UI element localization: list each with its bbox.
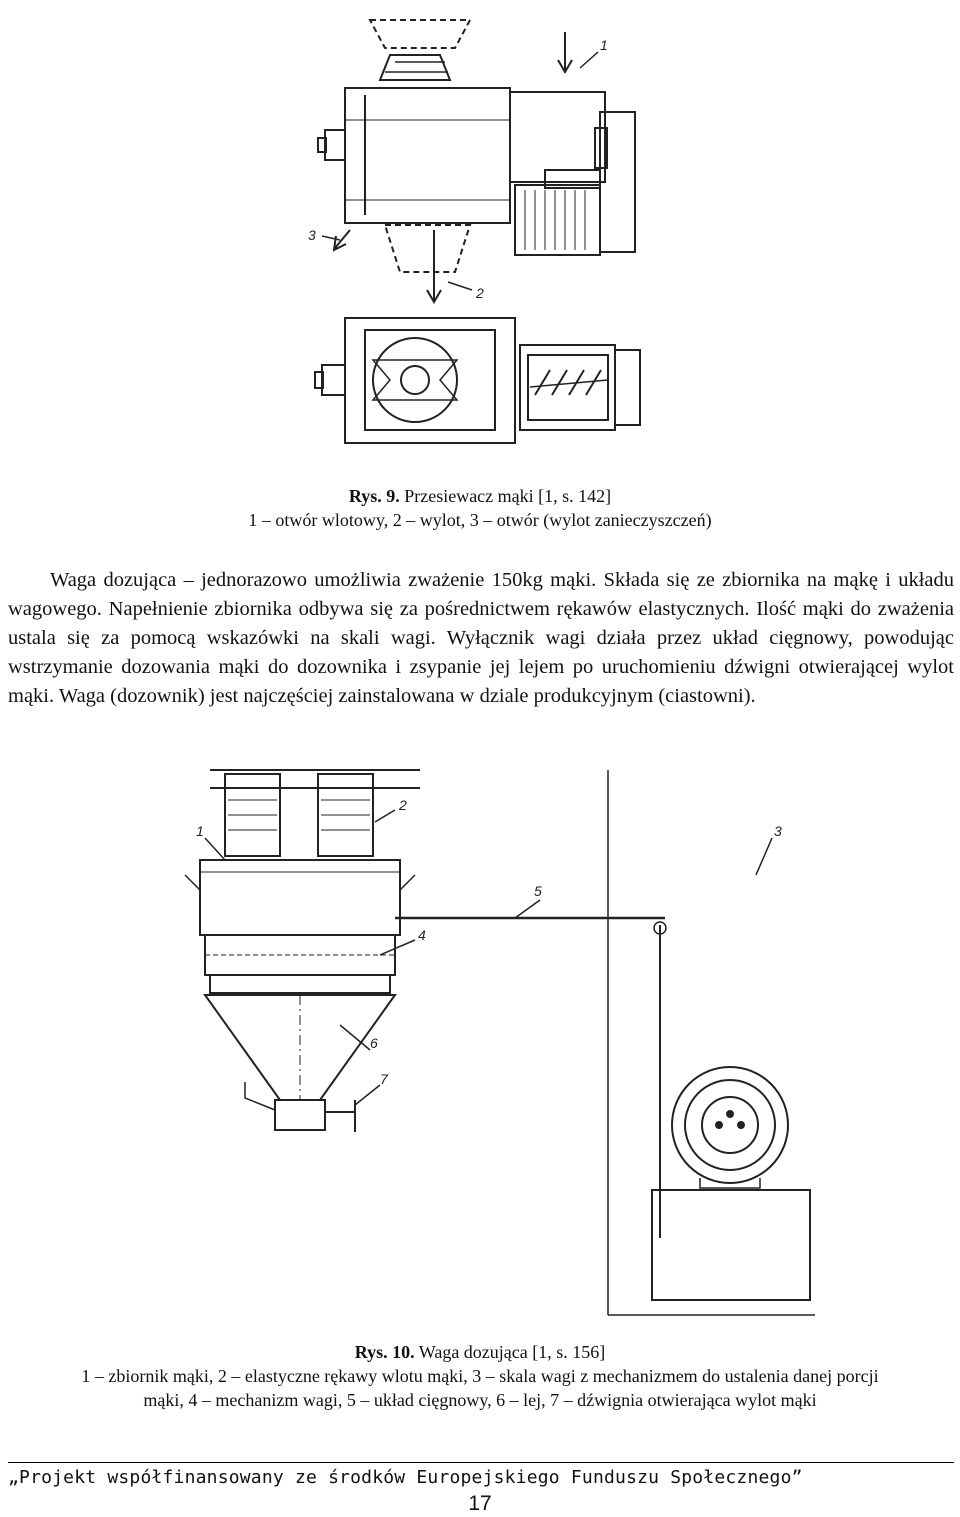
figure-9-caption: Rys. 9. Przesiewacz mąki [1, s. 142] 1 –… (0, 484, 960, 532)
sieve-drum (372, 337, 458, 423)
inlet-hopper (368, 19, 472, 49)
label-3: 3 (774, 823, 782, 839)
supply-pipe (210, 769, 420, 789)
figure-sifter: 1 2 3 (0, 0, 960, 480)
outlet-arrow (426, 230, 442, 304)
scale-dial (671, 1066, 789, 1184)
label-5: 5 (534, 883, 542, 899)
screw-housing (519, 344, 616, 431)
label-7: 7 (380, 1071, 389, 1087)
sifter-top-view (344, 317, 516, 444)
footer-divider (8, 1462, 954, 1463)
page-number: 17 (468, 1492, 492, 1515)
body-paragraph-container: Waga dozująca – jednorazowo umożliwia zw… (8, 566, 954, 711)
sleeve-right (317, 773, 374, 857)
footer-project-text: „Projekt współfinansowany ze środków Eur… (8, 1467, 803, 1488)
label-3: 3 (308, 227, 316, 243)
motor (514, 184, 601, 256)
label-4: 4 (418, 927, 426, 943)
sifter-drawing: 1 2 3 (308, 19, 641, 444)
label-1: 1 (600, 37, 608, 53)
outlet-chute (383, 224, 472, 273)
sifter-drive-housing (509, 91, 606, 183)
inlet-arrow (557, 32, 573, 74)
figure-dosing-scale: 1 2 3 4 5 6 7 (0, 760, 960, 1340)
label-2: 2 (475, 285, 484, 301)
figure-10-legend-line2: mąki, 4 – mechanizm wagi, 5 – układ cięg… (143, 1390, 817, 1410)
dosing-scale-drawing: 1 2 3 4 5 6 7 (184, 769, 815, 1316)
figure-10-title: Waga dozująca [1, s. 156] (414, 1342, 606, 1362)
scale-base (651, 1189, 811, 1301)
figure-9-legend: 1 – otwór wlotowy, 2 – wylot, 3 – otwór … (248, 510, 712, 530)
inlet-neck (378, 54, 452, 81)
sifter-body (344, 87, 511, 224)
figure-10-caption: Rys. 10. Waga dozująca [1, s. 156] 1 – z… (0, 1340, 960, 1412)
outlet (274, 1099, 326, 1131)
figure-9-number: Rys. 9. (348, 486, 400, 506)
figure-10-number: Rys. 10. (354, 1342, 415, 1362)
figure-10-legend-line1: 1 – zbiornik mąki, 2 – elastyczne rękawy… (81, 1366, 879, 1386)
flour-tank (199, 859, 401, 936)
body-paragraph: Waga dozująca – jednorazowo umożliwia zw… (8, 569, 954, 707)
waste-arrow (332, 229, 351, 252)
label-2: 2 (398, 797, 407, 813)
sleeve-left (224, 773, 281, 857)
outlet-lever (325, 1100, 356, 1132)
label-6: 6 (370, 1035, 378, 1051)
label-1: 1 (196, 823, 204, 839)
figure-9-title: Przesiewacz mąki [1, s. 142] (399, 486, 612, 506)
